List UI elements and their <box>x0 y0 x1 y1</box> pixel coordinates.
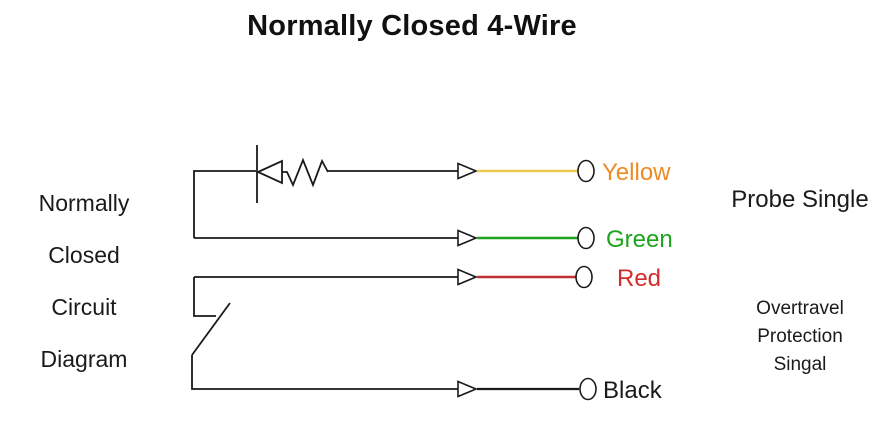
page-title: Normally Closed 4-Wire <box>247 10 577 42</box>
overtravel-signal-line: Overtravel <box>756 298 844 319</box>
overtravel-signal-line: Protection <box>757 326 843 347</box>
overtravel-signal-label: Overtravel Protection Singal <box>708 295 892 379</box>
probe-circuit-loop <box>193 145 459 239</box>
switch-blade-symbol <box>191 302 231 356</box>
resistor-symbol <box>282 157 329 188</box>
wire-row-green: Green <box>457 226 673 253</box>
probe-signal-label: Probe Single <box>731 186 869 213</box>
terminal-circle-icon <box>575 265 593 289</box>
terminal-circle-icon <box>577 159 595 183</box>
overtravel-bottom-wire <box>191 355 459 390</box>
wire-label: Black <box>603 377 663 404</box>
wire-label: Green <box>606 226 673 253</box>
arrow-icon <box>457 162 479 180</box>
circuit-caption: Normally Closed Circuit Diagram <box>6 177 162 385</box>
arrow-icon <box>457 380 479 398</box>
wire-row-black: Black <box>457 377 663 404</box>
arrow-icon <box>457 268 479 286</box>
wire-row-yellow: Yellow <box>457 159 671 186</box>
circuit-caption-line: Closed <box>48 242 120 268</box>
circuit-caption-line: Normally <box>38 190 130 216</box>
probe-loop-left-wire <box>193 170 256 238</box>
wire-label: Red <box>617 265 661 292</box>
switch-fixed-contact <box>193 277 216 317</box>
wire-row-red: Red <box>457 265 661 292</box>
wire-label: Yellow <box>602 159 671 186</box>
circuit-caption-line: Circuit <box>51 294 117 320</box>
terminal-circle-icon <box>577 226 595 250</box>
circuit-caption-line: Diagram <box>40 346 128 372</box>
arrow-icon <box>457 229 479 247</box>
diode-symbol <box>255 159 283 185</box>
overtravel-signal-line: Singal <box>773 354 827 375</box>
terminal-circle-icon <box>579 377 597 401</box>
overtravel-circuit-loop <box>191 276 459 390</box>
